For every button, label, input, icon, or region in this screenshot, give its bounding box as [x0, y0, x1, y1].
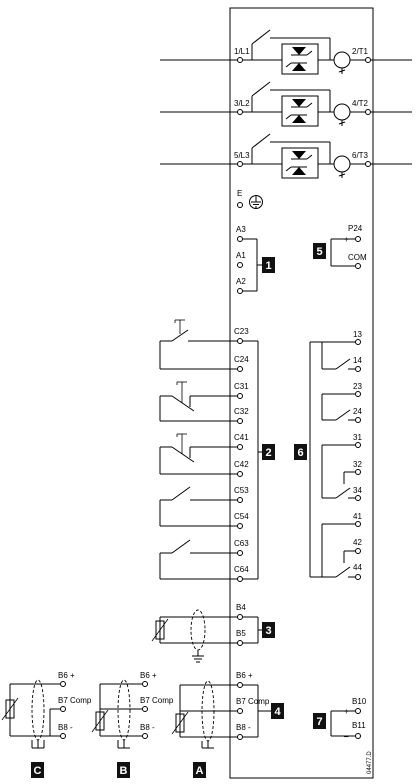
phase-1: 1/L1 2/T1: [160, 29, 412, 75]
rtd-icon: [5, 699, 15, 719]
relay-42: 42: [353, 538, 362, 547]
rtd-icon: [175, 713, 185, 733]
badge-6: [294, 444, 307, 460]
terminal-c31: C31: [234, 382, 249, 391]
pushbutton-switch-c23: [159, 319, 238, 370]
power-circuit: 1/L1 2/T1 3/L2: [160, 29, 412, 209]
supply-24v-group: P24 + COM – 5: [313, 224, 367, 270]
badge-5-label: 5: [316, 246, 322, 258]
badge-b: [117, 762, 130, 778]
relay-32: 32: [353, 460, 362, 469]
example-b-b8: B8 -: [140, 723, 155, 732]
terminal-c54: C54: [234, 512, 249, 521]
terminal-p24: P24: [348, 224, 363, 233]
example-c-b8: B8 -: [58, 723, 73, 732]
relay-44: 44: [353, 563, 362, 572]
terminal-b11: B11: [352, 721, 366, 730]
badge-4: [271, 703, 284, 719]
current-transformer-3: [333, 155, 351, 173]
badge-2-label: 2: [265, 447, 271, 459]
badge-a: [193, 762, 206, 778]
terminal-c64: C64: [234, 565, 249, 574]
badge-c: [31, 762, 44, 778]
current-transformer-1: [333, 51, 351, 69]
terminal-com: COM: [348, 253, 367, 262]
badge-1: [262, 257, 275, 273]
relay-outputs-group: 13 14 23 24 31 32 34 41 42 44 6: [294, 330, 362, 580]
terminal-1-l1: 1/L1: [234, 47, 250, 56]
example-b-b7: B7 Comp: [140, 696, 174, 705]
terminal-b8: B8 -: [236, 723, 251, 732]
terminal-a2: A2: [236, 277, 246, 286]
rtd-input-group: B6 + B7 Comp B8 - 4: [236, 671, 284, 740]
badge-a-label: A: [196, 765, 204, 777]
thermistor-icon: [155, 620, 165, 640]
relay-34: 34: [353, 486, 362, 495]
badge-7-label: 7: [316, 716, 322, 728]
terminal-a3: A3: [236, 225, 246, 234]
relay-41: 41: [353, 512, 362, 521]
terminal-4-t2: 4/T2: [352, 99, 369, 108]
terminal-c42: C42: [234, 460, 249, 469]
rtd-icon: [95, 711, 105, 731]
terminal-c32: C32: [234, 407, 249, 416]
earth-label: E: [237, 189, 242, 198]
terminal-c41: C41: [234, 433, 249, 442]
current-transformer-2: [333, 103, 351, 121]
earth-terminal: E: [237, 189, 263, 209]
badge-4-label: 4: [274, 706, 281, 718]
terminal-b10: B10: [352, 697, 367, 706]
terminal-b5: B5: [236, 629, 246, 638]
switch-c53: [159, 486, 238, 527]
analog-output-group: B10 + B11 – 7 04477.D: [313, 697, 373, 774]
terminal-2-t1: 2/T1: [352, 47, 369, 56]
terminal-c23: C23: [234, 327, 249, 336]
terminal-c24: C24: [234, 355, 249, 364]
rtd-example-a: A: [171, 680, 238, 778]
remote-inputs-group: C23 C24 C31 C32 C41 C42 C53 C54 C63 C64 …: [159, 319, 275, 582]
example-b-b6: B6 +: [140, 671, 157, 680]
relay-13: 13: [353, 330, 362, 339]
badge-7: [313, 713, 326, 729]
control-inputs-group: A3 A1 A2 1: [236, 225, 275, 294]
terminal-a1: A1: [236, 251, 246, 260]
terminal-b6: B6 +: [236, 671, 253, 680]
rtd-example-c: B6 + B7 Comp B8 - C: [1, 671, 92, 778]
terminal-b4: B4: [236, 603, 246, 612]
badge-c-label: C: [34, 765, 42, 777]
badge-3-label: 3: [265, 625, 271, 637]
relay-23: 23: [353, 382, 362, 391]
example-c-b7: B7 Comp: [58, 696, 92, 705]
switch-c63: [159, 539, 238, 580]
badge-5: [313, 243, 326, 259]
badge-1-label: 1: [265, 260, 271, 272]
terminal-6-t3: 6/T3: [352, 151, 369, 160]
relay-14: 14: [353, 356, 362, 365]
terminal-c53: C53: [234, 486, 249, 495]
badge-b-label: B: [120, 765, 128, 777]
badge-2: [262, 444, 275, 460]
terminal-c63: C63: [234, 539, 249, 548]
phase-2: 3/L2 4/T2: [160, 81, 412, 127]
relay-24: 24: [353, 407, 362, 416]
badge-6-label: 6: [297, 447, 303, 459]
phase-3: 5/L3 6/T3: [160, 133, 412, 179]
motor-thermistor-group: B4 B5 3: [151, 603, 275, 663]
rtd-example-b: B6 + B7 Comp B8 - B: [91, 671, 174, 778]
starter-outline: [229, 7, 374, 779]
badge-3: [262, 622, 275, 638]
pushbutton-switch-c31: [159, 381, 238, 422]
pushbutton-switch-c41: [159, 433, 238, 475]
relay-31: 31: [353, 433, 362, 442]
example-c-b6: B6 +: [58, 671, 75, 680]
terminal-5-l3: 5/L3: [234, 151, 250, 160]
earth-icon: [249, 195, 263, 209]
terminal-3-l2: 3/L2: [234, 99, 250, 108]
drawing-reference: 04477.D: [367, 751, 373, 774]
terminal-b7: B7 Comp: [236, 697, 270, 706]
